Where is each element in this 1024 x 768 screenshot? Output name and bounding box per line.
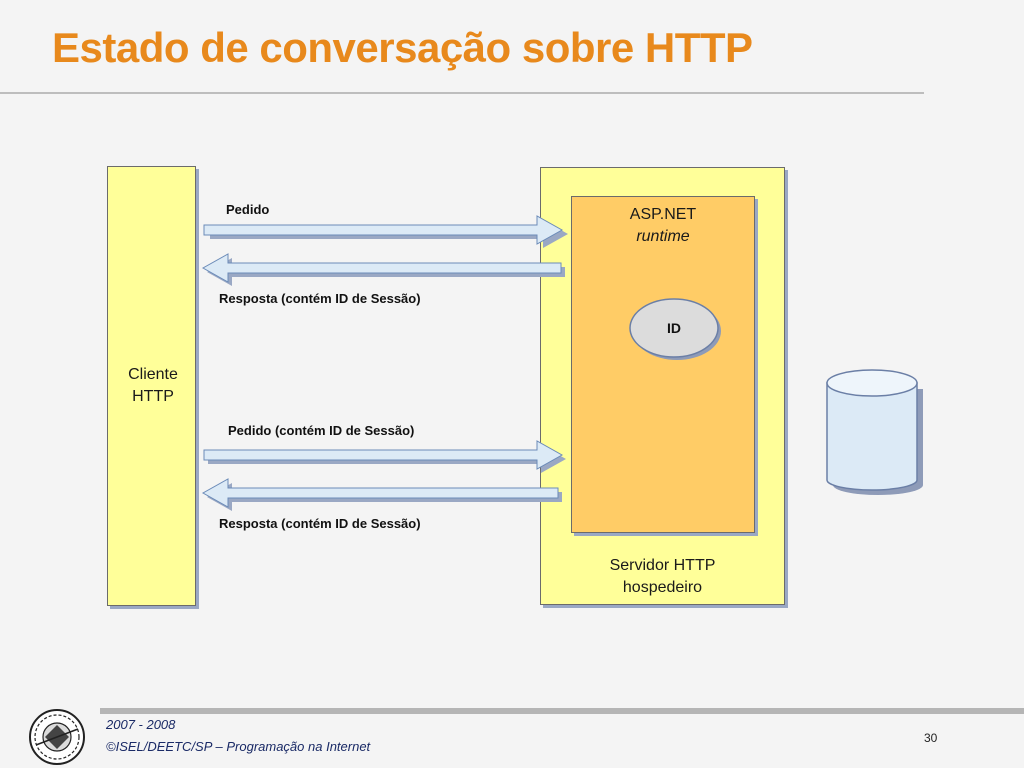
isel-logo <box>29 709 85 765</box>
client-label-line2: HTTP <box>132 388 174 405</box>
arrow-label-response-2: Resposta (contém ID de Sessão) <box>219 516 421 531</box>
arrow-response-2 <box>201 478 562 511</box>
server-label: Servidor HTTP hospedeiro <box>540 555 785 599</box>
footer-credit: ©ISEL/DEETC/SP – Programação na Internet <box>106 739 371 754</box>
server-label-line2: hospedeiro <box>622 579 703 596</box>
arrow-response-1 <box>201 253 565 286</box>
footer-divider <box>100 708 1024 714</box>
runtime-label-line1: ASP.NET <box>629 206 697 223</box>
session-id-label: ID <box>667 320 681 336</box>
arrow-label-response-1: Resposta (contém ID de Sessão) <box>219 291 421 306</box>
arrow-request-1 <box>203 215 568 248</box>
arrow-label-request-2: Pedido (contém ID de Sessão) <box>228 423 415 438</box>
session-id-ellipse <box>629 298 721 360</box>
server-label-line1: Servidor HTTP <box>609 557 716 574</box>
runtime-label-line2: runtime <box>636 228 690 245</box>
runtime-box <box>571 196 755 533</box>
client-box <box>107 166 196 606</box>
runtime-label: ASP.NET runtime <box>571 204 755 248</box>
arrow-request-2 <box>203 440 566 473</box>
arrow-label-request-1: Pedido <box>226 202 270 217</box>
footer-years: 2007 - 2008 <box>106 717 176 732</box>
client-label-line1: Cliente <box>128 366 178 383</box>
client-label: Cliente HTTP <box>107 364 199 408</box>
page-number: 30 <box>924 731 938 745</box>
database-icon <box>826 369 923 495</box>
slide-title: Estado de conversação sobre HTTP <box>52 24 753 71</box>
title-divider <box>0 92 924 94</box>
